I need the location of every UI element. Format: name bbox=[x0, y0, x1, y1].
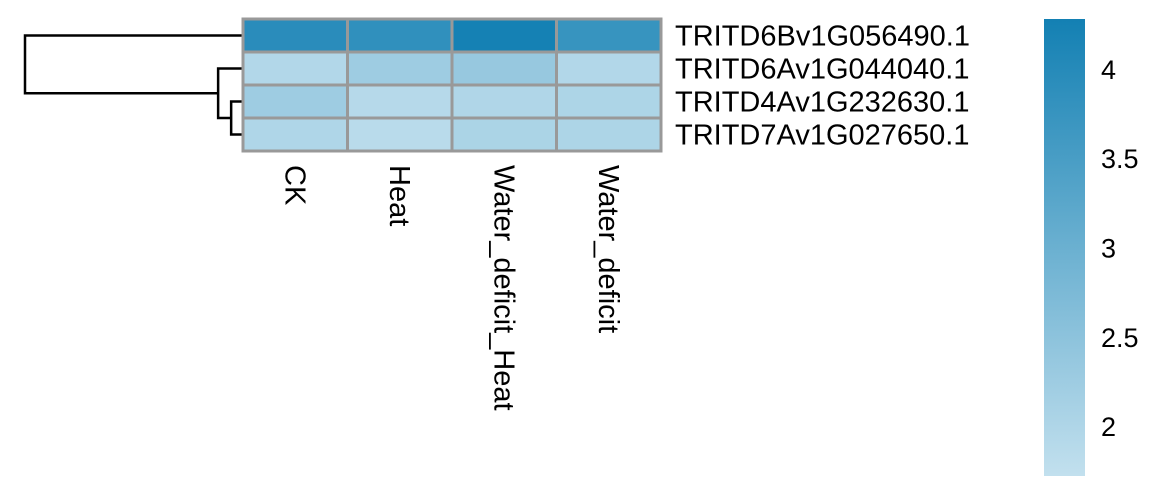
colorbar-tick-label: 4 bbox=[1101, 55, 1116, 85]
heatmap-cell bbox=[346, 83, 454, 120]
heatmap-cell bbox=[450, 17, 558, 54]
colorbar-tick-label: 3.5 bbox=[1101, 144, 1139, 174]
heatmap-cell bbox=[241, 83, 349, 120]
row-label: TRITD6Bv1G056490.1 bbox=[675, 21, 970, 53]
heatmap-cell bbox=[450, 116, 558, 153]
row-label: TRITD7Av1G027650.1 bbox=[675, 120, 969, 152]
row-dendrogram bbox=[23, 34, 242, 136]
heatmap-cell bbox=[555, 50, 663, 87]
heatmap-cell bbox=[450, 50, 558, 87]
heatmap-cell bbox=[555, 83, 663, 120]
heatmap-cell bbox=[241, 50, 349, 87]
heatmap-cell bbox=[555, 116, 663, 153]
heatmap-cell bbox=[241, 17, 349, 54]
colorbar-tick-label: 2 bbox=[1101, 412, 1116, 442]
heatmap-cells bbox=[241, 17, 663, 153]
colorbar-gradient bbox=[1044, 19, 1085, 476]
row-labels: TRITD6Bv1G056490.1TRITD6Av1G044040.1TRIT… bbox=[675, 21, 970, 152]
column-label: Water_deficit_Heat bbox=[487, 165, 519, 411]
dendrogram-branch bbox=[229, 100, 242, 136]
row-label: TRITD6Av1G044040.1 bbox=[675, 54, 969, 86]
colorbar-tick-label: 3 bbox=[1101, 234, 1116, 264]
heatmap-cell bbox=[555, 17, 663, 54]
colorbar: 2 2.5 3 3.5 4 bbox=[1044, 19, 1139, 476]
colorbar-tick-label: 2.5 bbox=[1101, 323, 1139, 353]
dendrogram-branch bbox=[23, 34, 242, 95]
heatmap-cell bbox=[450, 83, 558, 120]
heatmap-cell bbox=[346, 116, 454, 153]
column-labels: CK Heat Water_deficit_Heat Water_deficit bbox=[278, 165, 624, 411]
heatmap-cell bbox=[241, 116, 349, 153]
column-label: CK bbox=[278, 165, 310, 206]
row-label: TRITD4Av1G232630.1 bbox=[675, 87, 969, 119]
heatmap-cell bbox=[346, 17, 454, 54]
heatmap-cell bbox=[346, 50, 454, 87]
column-label: Water_deficit bbox=[592, 165, 624, 333]
column-label: Heat bbox=[383, 165, 415, 226]
